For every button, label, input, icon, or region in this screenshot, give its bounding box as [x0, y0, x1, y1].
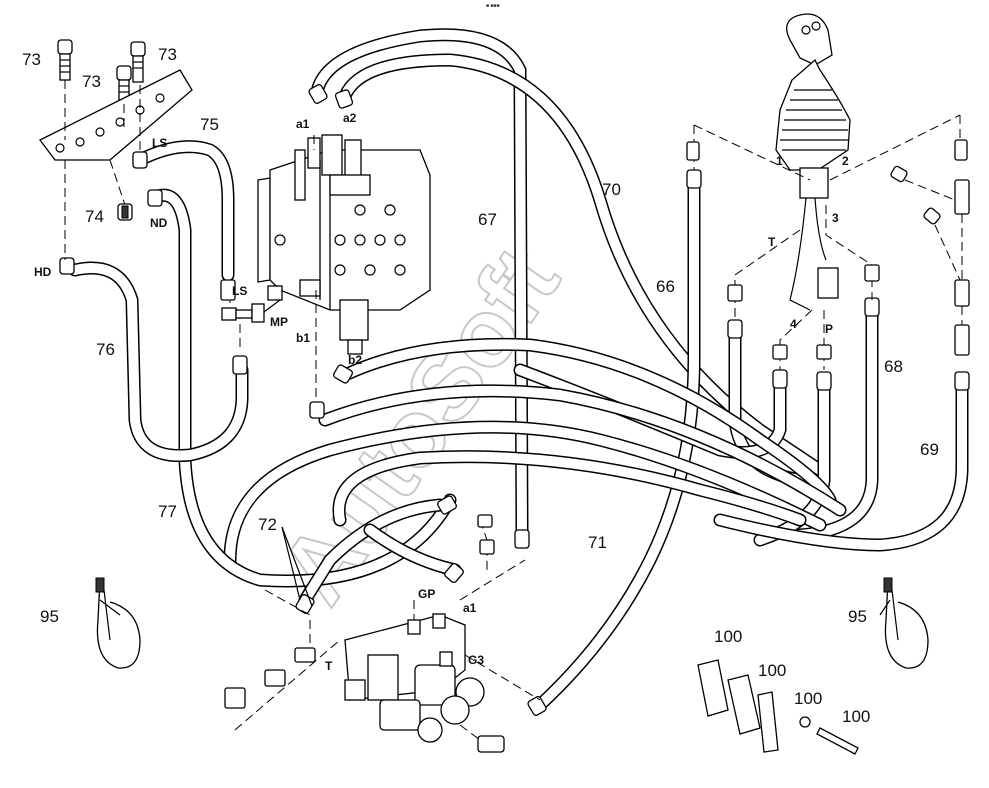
hose-group — [68, 28, 969, 712]
callout-76: 76 — [96, 340, 115, 359]
port-a1-top: a1 — [296, 117, 310, 131]
adapter-73-right — [130, 41, 146, 83]
callout-77: 77 — [158, 502, 177, 521]
callout-67: 67 — [478, 210, 497, 229]
callout-70: 70 — [602, 180, 621, 199]
port-joy-2: 2 — [842, 154, 849, 168]
callout-68: 68 — [884, 357, 903, 376]
callout-95a: 95 — [40, 607, 59, 626]
callout-74: 74 — [85, 207, 104, 226]
fittings — [59, 84, 970, 716]
callout-100d: 100 — [842, 707, 870, 726]
port-T-joy: T — [768, 235, 776, 249]
callout-69: 69 — [920, 440, 939, 459]
callout-71: 71 — [588, 533, 607, 552]
elbow-74 — [117, 203, 133, 221]
callout-72: 72 — [258, 515, 277, 534]
callout-73b: 73 — [82, 72, 101, 91]
callout-75: 75 — [200, 115, 219, 134]
bottom-valve-block — [344, 613, 485, 743]
callout-66: 66 — [656, 277, 675, 296]
port-b2: b2 — [348, 353, 362, 367]
port-MP: MP — [270, 315, 288, 329]
port-ND: ND — [150, 216, 168, 230]
callout-100b: 100 — [758, 661, 786, 680]
port-joy-3: 3 — [832, 211, 839, 225]
fitting-MP — [221, 299, 281, 323]
port-LS-mid: LS — [232, 284, 247, 298]
adapter-73-left — [57, 39, 73, 81]
port-labels: a1 a2 b1 b2 LS LS ND HD MP 1 2 3 4 T P G… — [34, 111, 849, 673]
port-P: P — [825, 322, 833, 336]
port-b1: b1 — [296, 331, 310, 345]
adapter-73-mid — [116, 65, 132, 105]
port-joy-1: 1 — [776, 154, 783, 168]
cable-tie-right — [883, 577, 929, 669]
port-a1-bottom: a1 — [463, 601, 477, 615]
hose-76 — [68, 261, 249, 463]
port-GP: GP — [418, 587, 435, 601]
callout-100c: 100 — [794, 689, 822, 708]
port-HD: HD — [34, 265, 52, 279]
callout-73c: 73 — [158, 45, 177, 64]
port-LS-top: LS — [152, 136, 167, 150]
right-fittings — [686, 139, 970, 360]
callout-95b: 95 — [848, 607, 867, 626]
port-G3: G3 — [468, 653, 484, 667]
port-a2: a2 — [343, 111, 357, 125]
mounting-plate — [39, 69, 193, 161]
joystick — [775, 13, 851, 311]
port-T-bottom: T — [325, 659, 333, 673]
control-valve-block — [257, 134, 431, 355]
callout-numbers: 73 73 73 74 75 76 77 67 70 66 68 69 71 7… — [22, 45, 939, 726]
bottom-fittings — [224, 514, 495, 709]
port-joy-4: 4 — [790, 317, 797, 331]
drawing-code: ■ ■■■ — [486, 3, 499, 9]
clamp-assembly — [697, 659, 859, 755]
callout-100a: 100 — [714, 627, 742, 646]
cable-tie-left — [95, 577, 141, 669]
callout-73a: 73 — [22, 50, 41, 69]
